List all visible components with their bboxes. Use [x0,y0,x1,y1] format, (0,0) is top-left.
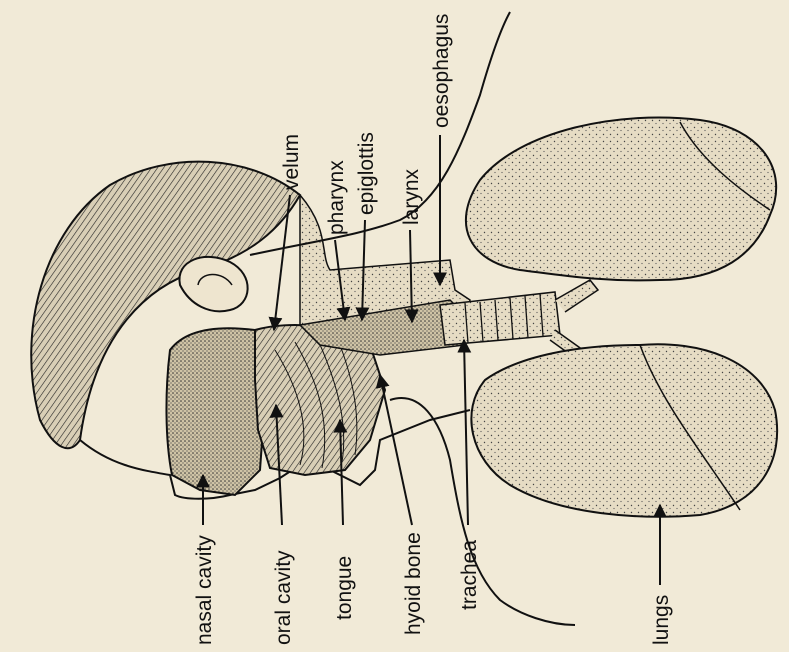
ear-shape [179,257,247,311]
label-oesophagus: oesophagus [430,14,453,128]
label-velum: velum [280,134,303,190]
lung-lower [471,344,777,516]
label-trachea: trachea [458,540,481,610]
label-larynx: larynx [400,168,423,225]
label-epiglottis: epiglottis [355,132,378,215]
label-nasal-cavity: nasal cavity [193,535,216,645]
nasal-cavity-shape [166,328,265,495]
lung-upper [466,118,776,281]
label-oral-cavity: oral cavity [272,550,295,645]
leader-trachea [464,340,468,525]
label-pharynx: pharynx [325,160,348,235]
label-hyoid-bone: hyoid bone [402,532,425,635]
label-lungs: lungs [650,595,673,645]
label-tongue: tongue [333,556,356,620]
